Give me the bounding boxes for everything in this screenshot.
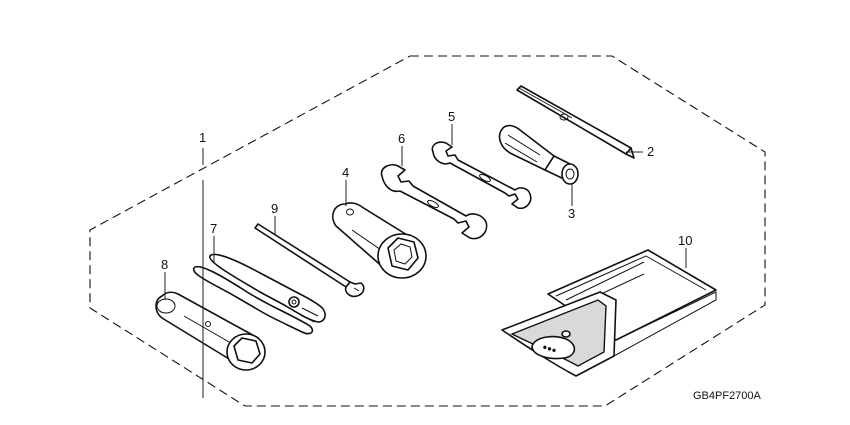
figure-code: GB4PF2700A bbox=[693, 390, 762, 402]
svg-text:●●●: ●●● bbox=[541, 342, 558, 355]
callout-5: 5 bbox=[448, 109, 455, 124]
callout-4: 4 bbox=[342, 165, 349, 180]
handle-bar-part bbox=[254, 223, 365, 298]
toolkit-boundary bbox=[89, 55, 766, 407]
callout-7: 7 bbox=[210, 221, 217, 236]
spanner-large-part bbox=[380, 163, 488, 240]
callout-labels: 1 2 3 4 5 6 7 8 9 10 bbox=[161, 109, 692, 272]
tool-bag-part: ●●● bbox=[501, 249, 717, 377]
plug-wrench-part bbox=[332, 202, 427, 279]
screwdriver-blade-part bbox=[516, 85, 635, 159]
callout-3: 3 bbox=[568, 206, 575, 221]
box-wrench-part bbox=[155, 291, 266, 371]
callout-9: 9 bbox=[271, 201, 278, 216]
spanner-small-part bbox=[431, 141, 532, 210]
callout-6: 6 bbox=[398, 131, 405, 146]
leader-lines bbox=[164, 124, 687, 398]
callout-1: 1 bbox=[199, 130, 206, 145]
callout-2: 2 bbox=[647, 144, 654, 159]
screwdriver-handle-part bbox=[498, 124, 579, 185]
callout-8: 8 bbox=[161, 257, 168, 272]
callout-10: 10 bbox=[678, 233, 692, 248]
pliers-part bbox=[192, 253, 326, 335]
